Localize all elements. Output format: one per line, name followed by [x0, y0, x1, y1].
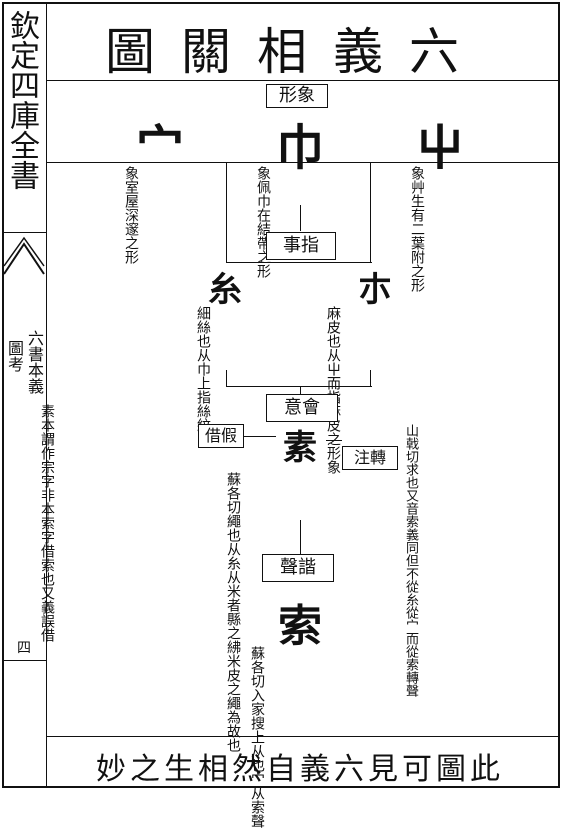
jiajie-rule [244, 436, 276, 437]
connector-su [300, 520, 301, 554]
char-che: 屮 [415, 120, 464, 176]
margin-top-rule [2, 232, 46, 233]
connector-bi [370, 370, 371, 386]
zhishi-label: 指事 [266, 232, 336, 260]
jiajie-label: 假借 [198, 424, 244, 448]
connector-mian [226, 162, 227, 262]
note-jiajie: 素本謂作宗字非本索字借索也又義誤借 [39, 404, 55, 642]
zhuanzhu-label: 轉注 [342, 446, 398, 470]
zhuanzhu-rule [326, 440, 342, 441]
note-su: 蘇各切繩也从糸从米者縣之紼米皮之繩為故也 [225, 472, 241, 752]
char-su: 素 [283, 428, 317, 468]
huiyi-label: 會意 [266, 394, 338, 422]
connector-huiyi [300, 386, 301, 394]
footer-rule [46, 736, 560, 737]
note-suo: 蘇各切入家搜上从也宀从索聲 [249, 646, 265, 828]
section-name: 圖考 [5, 340, 24, 372]
page-frame [2, 2, 560, 788]
fish-tail-mark [3, 236, 45, 275]
note-mian: 象室屋深邃之形 [123, 166, 139, 264]
huiyi-rule [226, 386, 372, 387]
xiangxing-label: 象形 [266, 84, 328, 108]
char-jin: 巾 [275, 120, 324, 176]
note-che: 象艸生有二葉附之形 [409, 166, 425, 292]
char-bi: 朩 [358, 270, 392, 310]
margin-divider [46, 2, 47, 788]
xiesheng-label: 諧聲 [262, 554, 334, 582]
char-suo: 索 [278, 601, 322, 652]
title-rule [46, 80, 560, 81]
zhishi-rule [226, 262, 372, 263]
note-bi: 麻皮也从屮而指麻皮之形象 [325, 306, 341, 474]
title: 六義相關圖 [105, 23, 485, 81]
connector-che [370, 162, 371, 262]
char-mi: 糸 [208, 270, 242, 310]
page-number: 四 [15, 640, 31, 654]
footer-text: 此圖可見六義自然相生之妙 [96, 752, 504, 787]
chapter-name: 六書本義 [25, 330, 44, 394]
row1-rule [46, 162, 560, 163]
margin-bottom-rule [2, 660, 46, 661]
connector-jin [300, 205, 301, 231]
note-zhuanzhu: 山戟切求也又音索義同但不從糸從宀而從索轉聲 [403, 424, 418, 697]
char-mian: 宀 [135, 120, 184, 176]
note-mi: 細絲也从巾上指絲紋 [195, 306, 211, 432]
connector-mi [226, 370, 227, 386]
book-title: 欽定四庫全書 [4, 10, 39, 190]
